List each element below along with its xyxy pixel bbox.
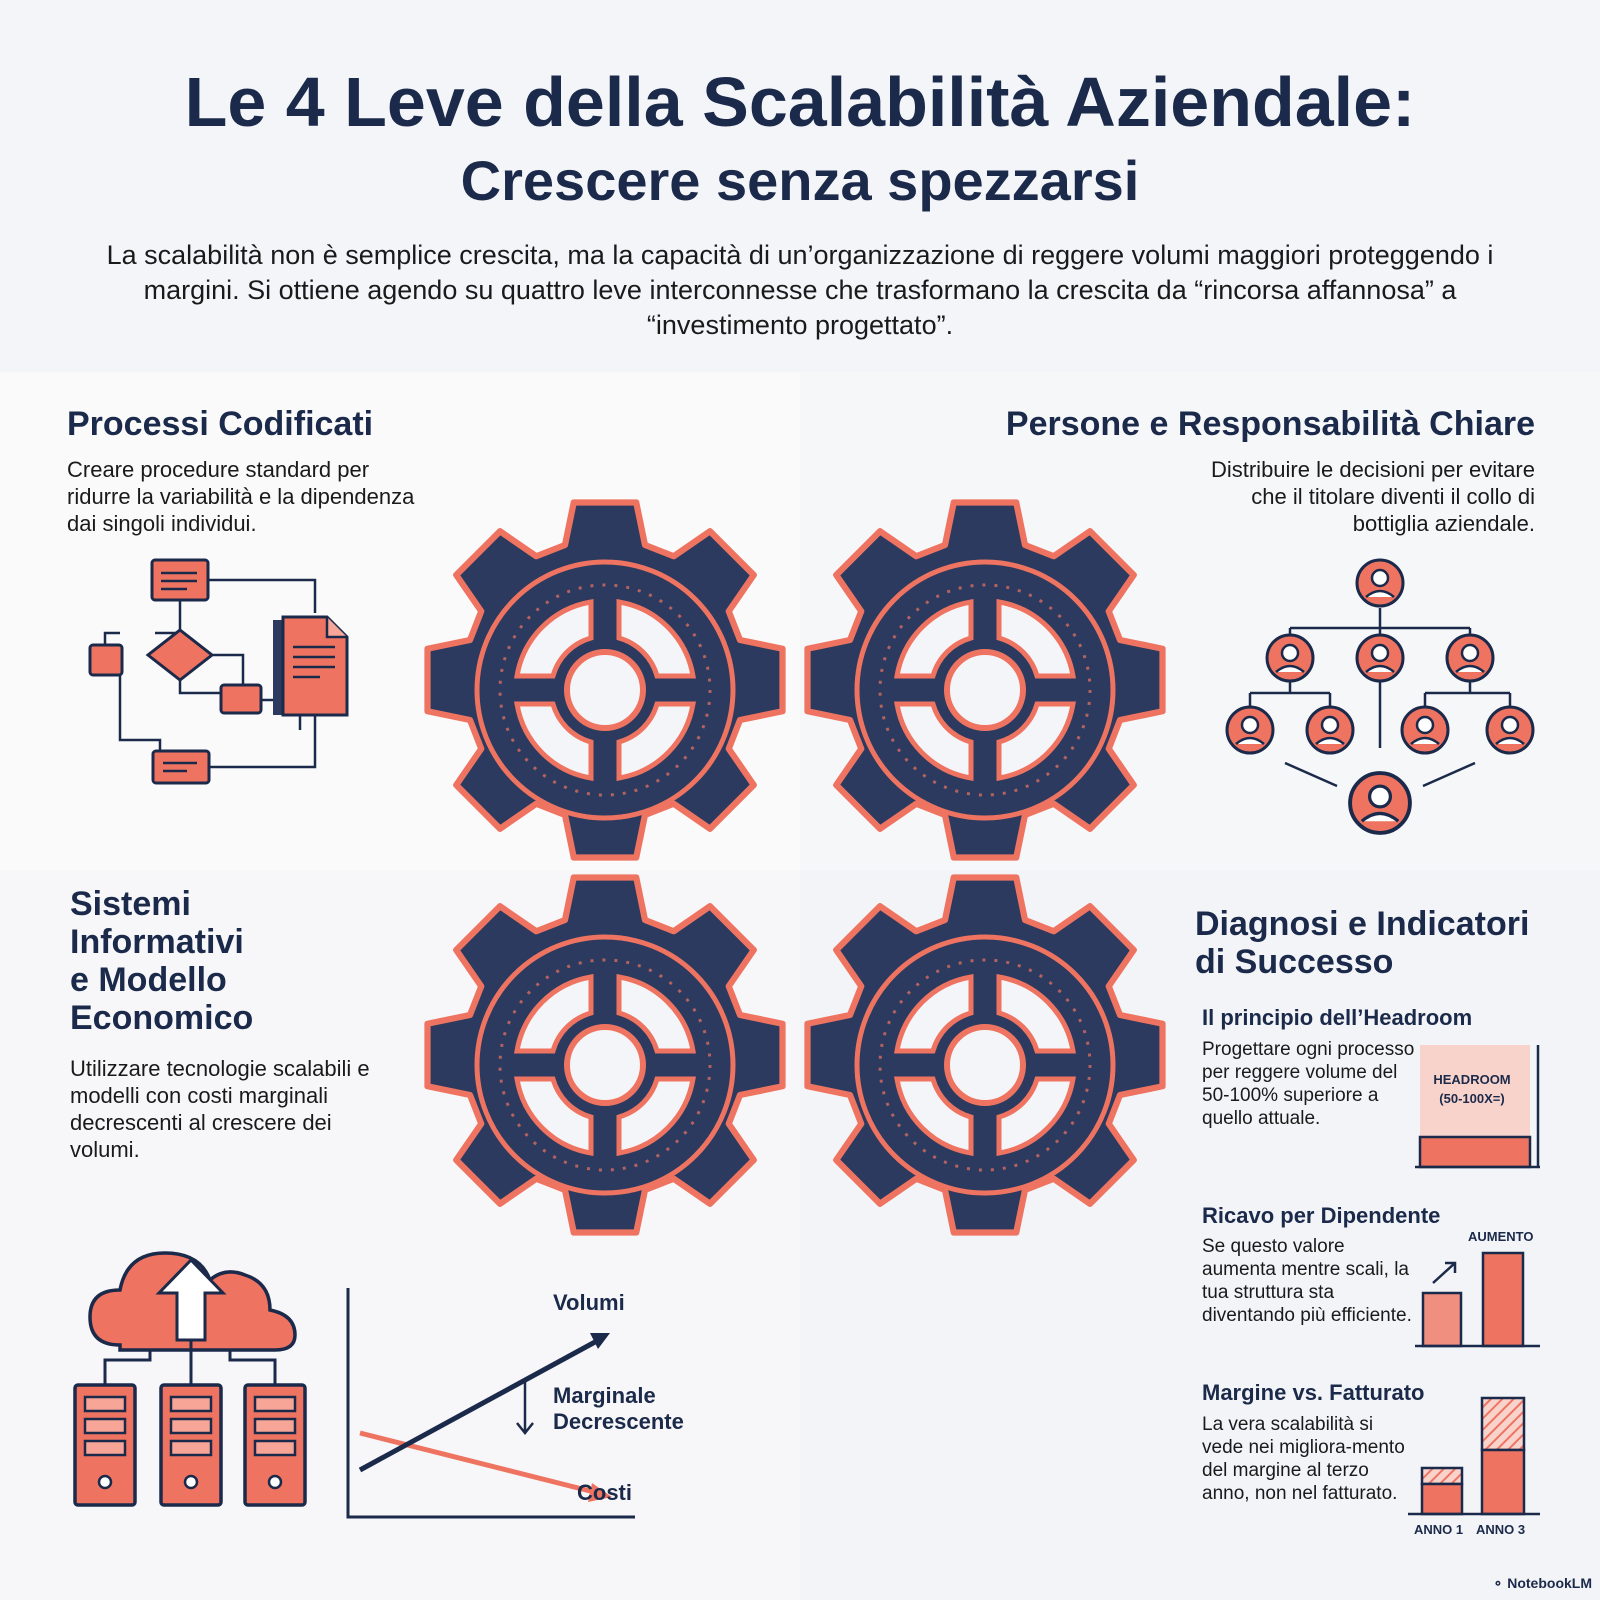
server-icon (73, 1383, 307, 1507)
org-chart-icon (1225, 558, 1535, 835)
brand-name: NotebookLM (1507, 1575, 1592, 1591)
processi-title: Processi Codificati (67, 405, 374, 443)
trend-arrow-icon (346, 1288, 635, 1519)
sistemi-description: Utilizzare tecnologie scalabili e modell… (70, 1056, 370, 1162)
processi-description: Creare procedure standard per ridurre la… (67, 457, 415, 536)
headroom-badge: HEADROOM (50-100X=) (1422, 1070, 1522, 1108)
marginale-label: Marginale Decrescente (553, 1383, 684, 1435)
margin-bar-chart-icon (1408, 1396, 1540, 1516)
person-icon (1355, 558, 1405, 608)
sistemi-title-l3: e Modello (70, 961, 227, 999)
sistemi-title-l2: Informativi (70, 923, 244, 961)
headroom-badge-l2: (50-100X=) (1439, 1091, 1505, 1106)
bar-chart-icon (1415, 1251, 1540, 1348)
diagnosi-title: Diagnosi e Indicatori di Successo (1195, 905, 1529, 981)
anno-1-label: ANNO 1 (1414, 1522, 1464, 1537)
volumi-label: Volumi (553, 1290, 625, 1315)
gears-cluster (405, 495, 1195, 1280)
costi-label: Costi (577, 1480, 632, 1505)
margine-description: La vera scalabilità si vede nei migliora… (1202, 1414, 1405, 1504)
page-title: Le 4 Leve della Scalabilità Aziendale: (184, 63, 1416, 141)
document-icon (273, 615, 349, 717)
cloud-upload-icon (73, 1251, 307, 1507)
flowchart-icon (88, 558, 349, 785)
page-subtitle-title: Crescere senza spezzarsi (460, 149, 1140, 212)
sistemi-title: Sistemi Informativi e Modello Economico (70, 885, 253, 1037)
diagnosi-title-l1: Diagnosi e Indicatori (1195, 905, 1530, 943)
brand-footer: ⚬ NotebookLM (1492, 1575, 1592, 1592)
aumento-badge: AUMENTO (1468, 1229, 1534, 1244)
sistemi-title-l4: Economico (70, 999, 254, 1037)
intro-paragraph: La scalabilità non è semplice crescita, … (106, 240, 1494, 340)
persone-title: Persone e Responsabilità Chiare (1005, 405, 1535, 443)
marginale-label-l2: Decrescente (553, 1409, 684, 1434)
persone-description: Distribuire le decisioni per evitare che… (1210, 457, 1535, 536)
headroom-description: Progettare ogni processo per reggere vol… (1202, 1039, 1415, 1129)
anno-3-label: ANNO 3 (1476, 1522, 1526, 1537)
diagnosi-title-l2: di Successo (1195, 943, 1394, 981)
marginale-label-l1: Marginale (553, 1383, 656, 1408)
headroom-badge-l1: HEADROOM (1433, 1072, 1511, 1087)
ricavo-description: Se questo valore aumenta mentre scali, l… (1202, 1236, 1412, 1326)
headroom-title: Il principio dell’Headroom (1202, 1005, 1473, 1030)
margine-title: Margine vs. Fatturato (1202, 1380, 1425, 1405)
brand-logo-icon: ⚬ (1492, 1576, 1504, 1591)
ricavo-title: Ricavo per Dipendente (1202, 1203, 1441, 1228)
headroom-bar-icon (1415, 1045, 1540, 1169)
sistemi-title-l1: Sistemi (70, 885, 191, 923)
